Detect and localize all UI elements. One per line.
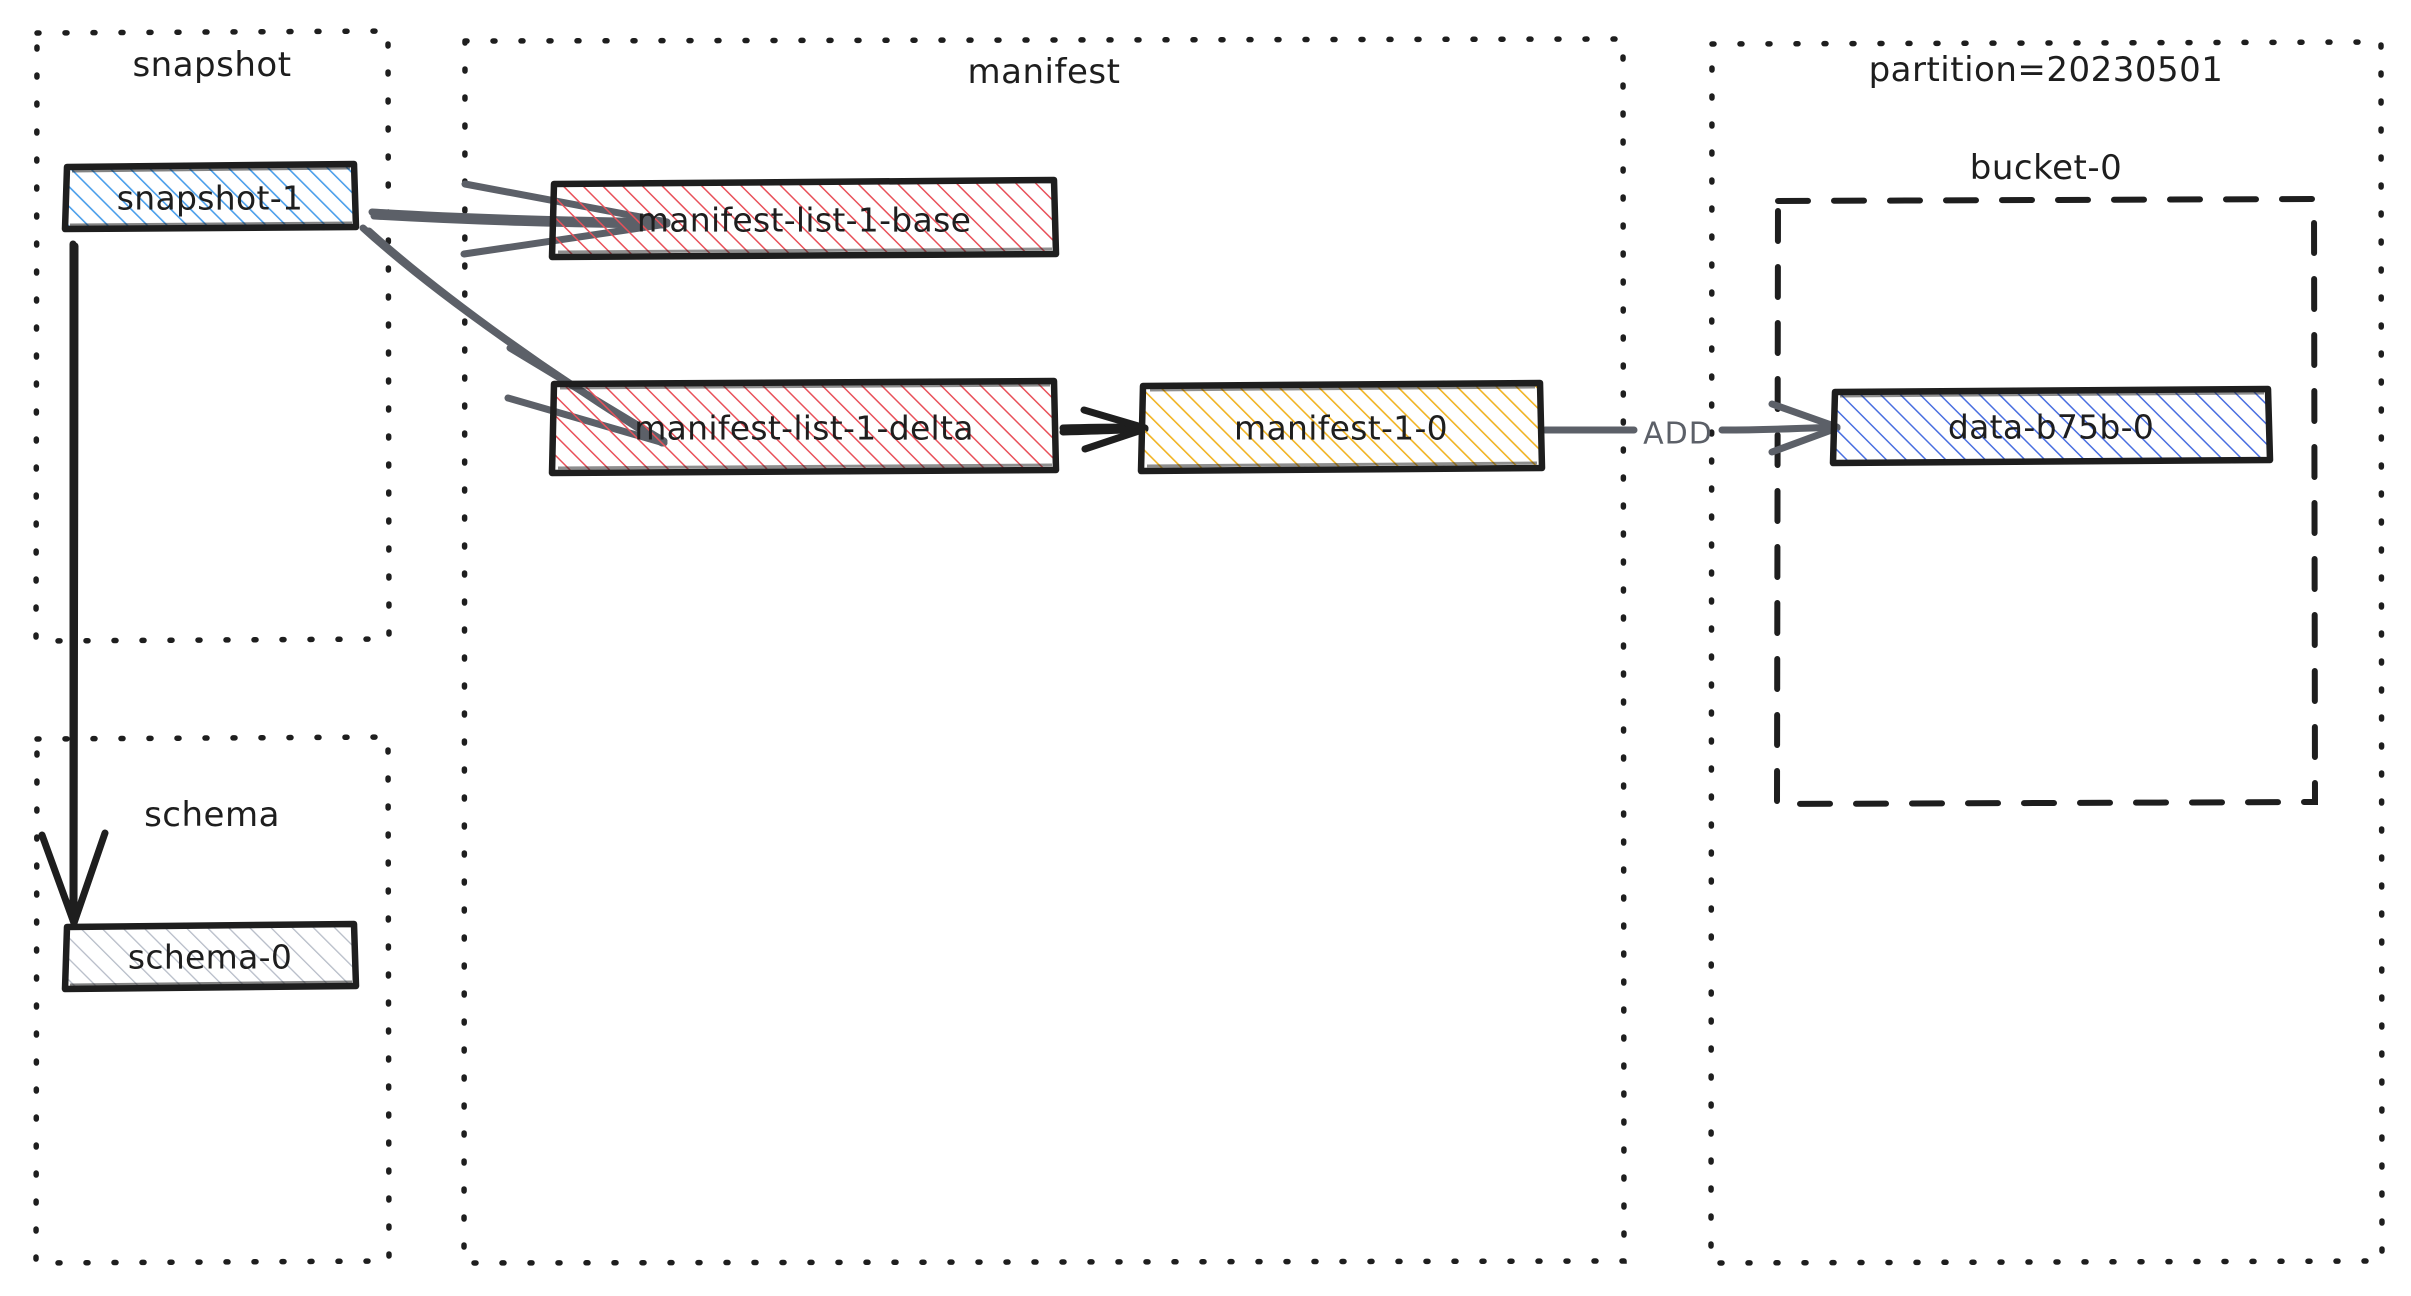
node-label-schema-0: schema-0 — [127, 937, 293, 977]
node-schema-0[interactable] — [61, 920, 360, 993]
group-manifest — [461, 36, 1627, 1266]
node-label-manifest-list-1-delta: manifest-list-1-delta — [634, 408, 974, 448]
edge-delta-to-manifest — [1059, 406, 1149, 453]
group-label-snapshot: snapshot — [132, 45, 292, 85]
node-label-manifest-list-1-base: manifest-list-1-base — [636, 200, 972, 240]
group-label-bucket: bucket-0 — [1969, 148, 2123, 188]
node-data-b75b-0[interactable] — [1829, 385, 2274, 467]
group-snapshot — [33, 28, 392, 644]
node-snapshot-1[interactable] — [61, 160, 360, 233]
node-label-snapshot-1: snapshot-1 — [116, 178, 304, 218]
edge-label-add: ADD — [1643, 416, 1713, 452]
edge-snapshot-to-schema — [38, 240, 109, 927]
group-label-partition: partition=20230501 — [1868, 50, 2224, 90]
group-label-schema: schema — [144, 795, 280, 835]
edge-manifest-to-data — [1541, 400, 1841, 456]
node-manifest-list-1-delta[interactable] — [548, 377, 1060, 477]
node-manifest-list-1-base[interactable] — [548, 176, 1060, 261]
group-bucket — [1773, 195, 2319, 808]
group-label-manifest: manifest — [967, 52, 1121, 92]
node-manifest-1-0[interactable] — [1137, 379, 1546, 475]
group-schema — [33, 734, 392, 1266]
group-partition — [1708, 39, 2385, 1266]
node-label-manifest-1-0: manifest-1-0 — [1234, 408, 1448, 448]
node-label-data-b75b-0: data-b75b-0 — [1947, 407, 2155, 447]
